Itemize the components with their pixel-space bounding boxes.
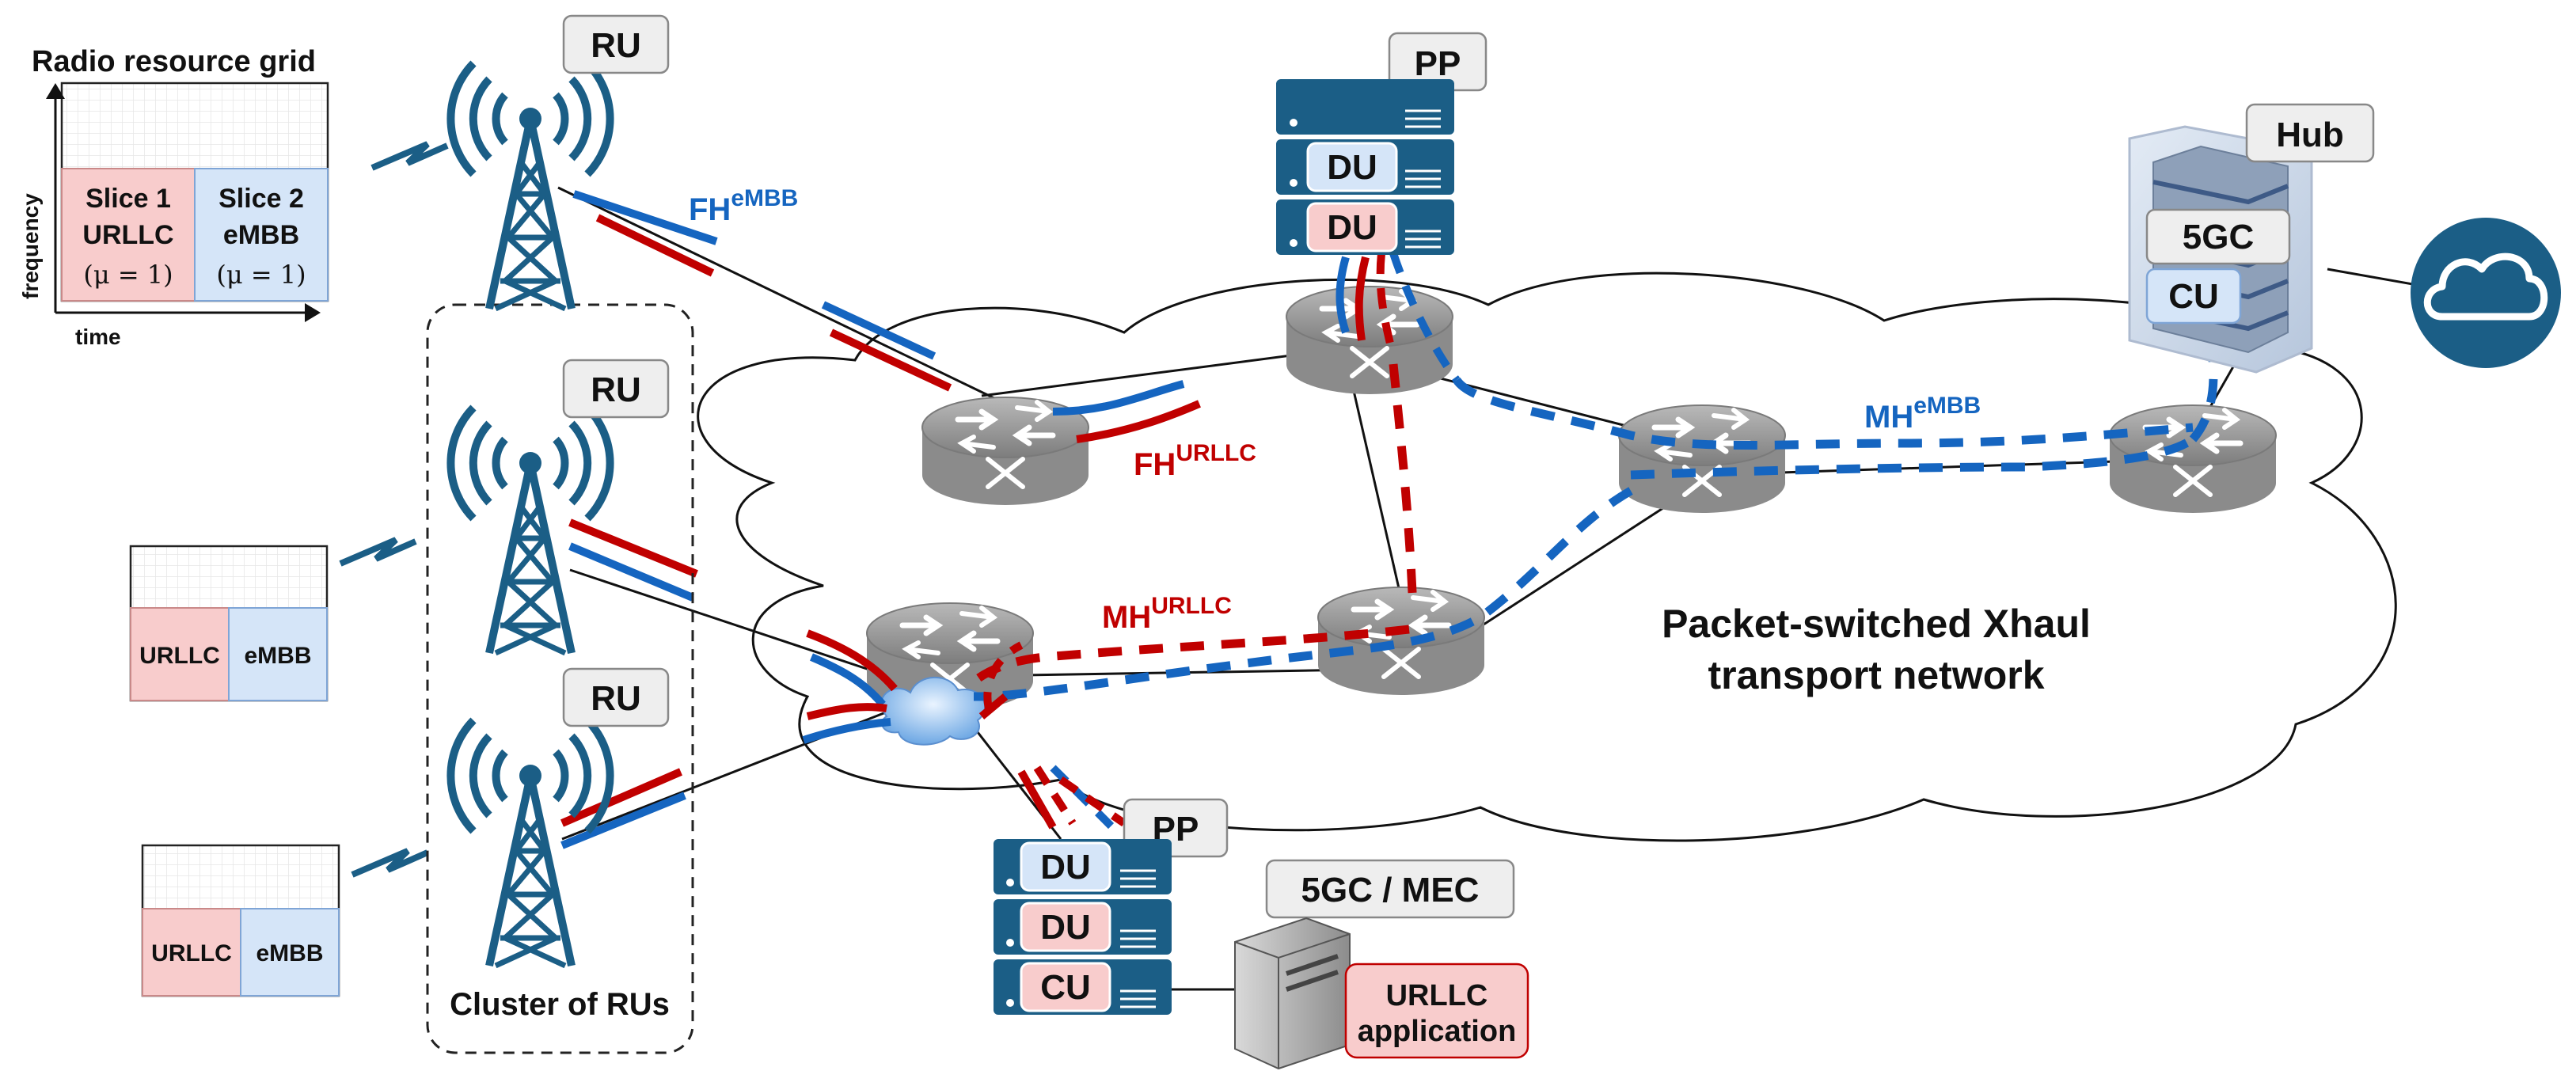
slice2-line1: Slice 2 xyxy=(218,184,304,214)
svg-text:FHeMBB: FHeMBB xyxy=(689,185,798,227)
mec-server: 5GC / MEC URLLC application xyxy=(1234,859,1529,1070)
svg-text:MHeMBB: MHeMBB xyxy=(1864,393,1981,435)
network-label-line2: transport network xyxy=(1708,653,2044,697)
main-resource-grid: Radio resource grid Slice 1 URLLC (μ = 1… xyxy=(18,45,329,349)
network-label-line1: Packet-switched Xhaul xyxy=(1662,602,2091,646)
radio-bolt-icon xyxy=(352,851,427,875)
hub-cu: CU xyxy=(2168,277,2219,316)
small-grid-1-right: eMBB xyxy=(244,643,311,669)
hub-server: Hub 5GC CU xyxy=(2128,103,2375,374)
small-grid-1: URLLC eMBB xyxy=(129,545,329,702)
slice1-line1: Slice 1 xyxy=(85,184,171,214)
urllc-app-line1: URLLC xyxy=(1386,979,1488,1012)
hub-tag: Hub xyxy=(2276,116,2344,154)
xhaul-cloud xyxy=(697,272,2397,842)
small-grid-2-left: URLLC xyxy=(151,940,232,966)
slice1-line2: URLLC xyxy=(82,220,173,250)
pp-bot-cu: CU xyxy=(1040,968,1091,1007)
pp-bot-du2: DU xyxy=(1040,908,1091,947)
svg-text:FHURLLC: FHURLLC xyxy=(1134,440,1256,482)
ru-tower-icon xyxy=(450,63,610,309)
slice2-line3: (μ = 1) xyxy=(216,260,306,290)
pp-top-du1: DU xyxy=(1327,148,1377,187)
router-mid-low xyxy=(1318,587,1484,695)
svg-text:MHURLLC: MHURLLC xyxy=(1102,593,1232,635)
router-mid-right xyxy=(1619,405,1785,513)
mini-cloud xyxy=(880,676,986,746)
svg-text:PP: PP xyxy=(1415,44,1461,83)
grid-y-axis: frequency xyxy=(18,193,43,299)
router-top xyxy=(1286,287,1453,394)
fh-flows-cluster xyxy=(560,518,898,849)
pp-top-du2: DU xyxy=(1327,208,1377,247)
ru-tower-icon xyxy=(450,720,610,966)
pp-top-server: PP DU DU xyxy=(1276,32,1487,255)
radio-bolt-icon xyxy=(372,144,447,168)
pp-bot-server: PP DU DU CU xyxy=(994,798,1229,1015)
svg-text:5GC / MEC: 5GC / MEC xyxy=(1301,871,1480,909)
svg-text:RU: RU xyxy=(591,679,641,718)
label-mh-embb: MHeMBB xyxy=(1864,393,1981,435)
grid-title: Radio resource grid xyxy=(32,45,316,78)
ru-tag-mid: RU xyxy=(562,359,670,419)
pp-bot-du1: DU xyxy=(1040,848,1091,887)
urllc-app-line2: application xyxy=(1358,1015,1517,1048)
slice2-line2: eMBB xyxy=(223,220,299,250)
grid-x-axis: time xyxy=(75,325,121,349)
label-mh-urllc: MHURLLC xyxy=(1102,593,1232,635)
ru-tag-bot: RU xyxy=(562,667,670,727)
small-grid-1-left: URLLC xyxy=(139,643,220,669)
ru-tag-top: RU xyxy=(562,14,670,74)
pp-bot-flows xyxy=(978,641,1127,830)
hub-5gc: 5GC xyxy=(2183,218,2254,256)
svg-text:RU: RU xyxy=(591,370,641,409)
label-fh-embb: FHeMBB xyxy=(689,185,798,227)
internet-cloud-icon xyxy=(2411,218,2561,368)
small-grid-2-right: eMBB xyxy=(256,940,323,966)
label-fh-urllc: FHURLLC xyxy=(1134,440,1256,482)
cluster-label: Cluster of RUs xyxy=(450,987,670,1022)
svg-text:RU: RU xyxy=(591,26,641,65)
slice1-line3: (μ = 1) xyxy=(83,260,173,290)
pp-top-flows xyxy=(1335,252,1461,382)
small-grid-2: URLLC eMBB xyxy=(141,844,340,997)
radio-bolt-icon xyxy=(340,540,416,564)
fh-flows-top xyxy=(572,190,1201,443)
